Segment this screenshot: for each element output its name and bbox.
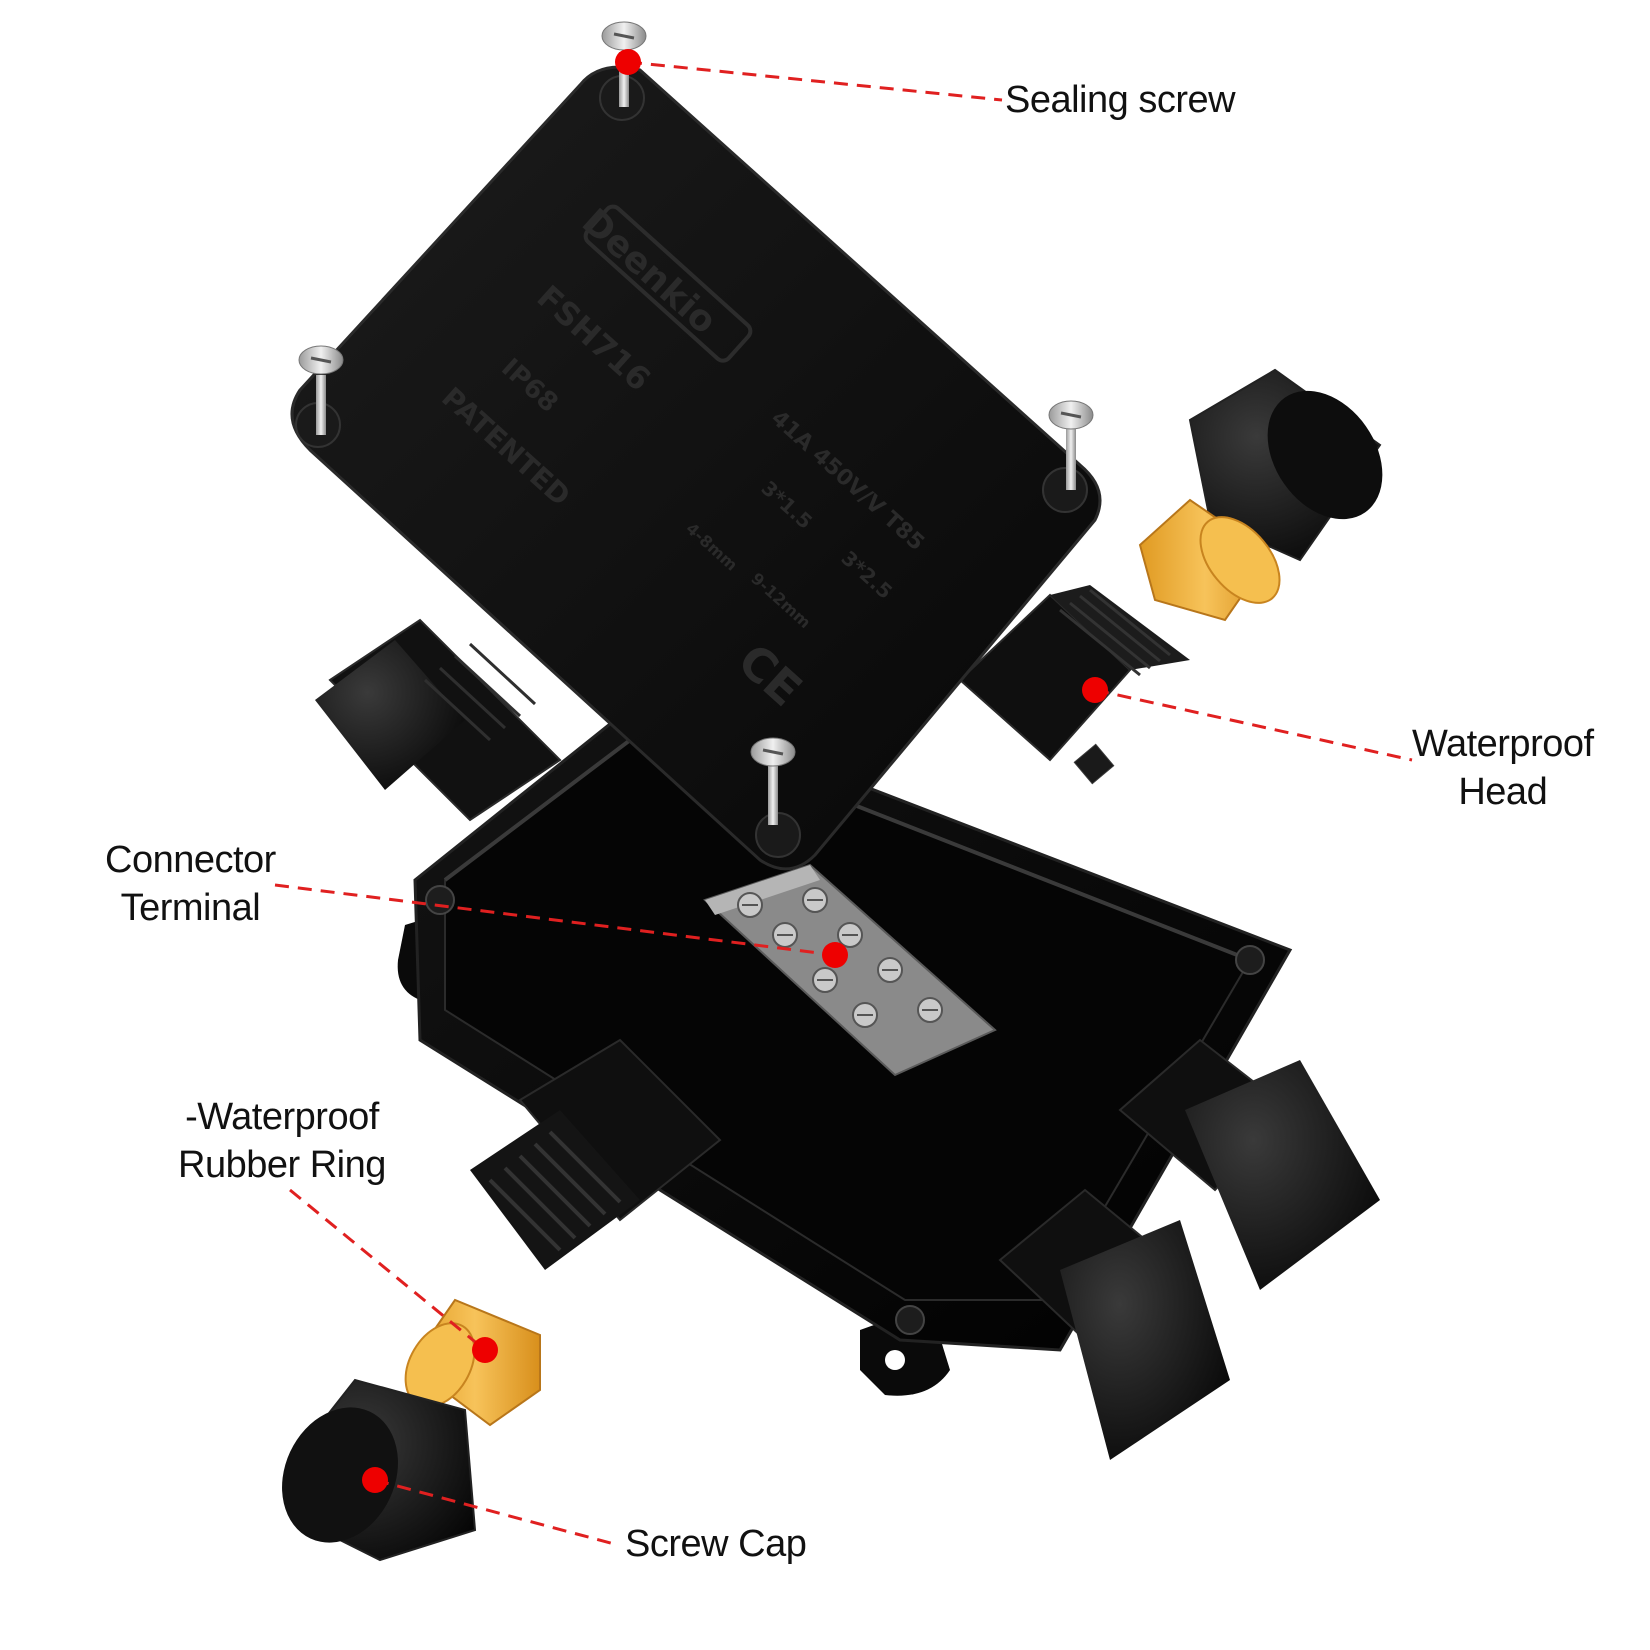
junction-box-lid: Deenkio FSH716 IP68 PATENTED 41A 450V/V … xyxy=(290,65,1102,871)
leader-sealing-screw xyxy=(627,60,1003,102)
loose-screw-cap-upper xyxy=(1188,368,1383,562)
callout-dot-waterproof-head xyxy=(1082,677,1108,703)
corner-boss xyxy=(895,1305,925,1335)
label-line-1: -Waterproof xyxy=(185,1096,379,1138)
cable-gland-lower-left xyxy=(470,1038,722,1270)
callout-dot-screw-cap xyxy=(362,1467,388,1493)
cable-gland-lower-right xyxy=(998,1038,1380,1460)
leader-connector-terminal xyxy=(274,883,836,957)
leader-screw-cap xyxy=(374,1478,619,1547)
label-sealing-screw: Sealing screw xyxy=(1005,76,1236,124)
cable-gland-upper-right xyxy=(958,585,1190,785)
connector-terminal-block xyxy=(703,863,997,1077)
callout-dot-sealing-screw xyxy=(615,49,641,75)
mounting-hole xyxy=(885,1350,905,1370)
cable-gland-upper-left xyxy=(315,618,562,822)
loose-rubber-ring-upper xyxy=(1138,498,1281,622)
loose-rubber-ring-lower xyxy=(404,1298,541,1427)
sealing-screw xyxy=(298,345,344,435)
label-line-2: Terminal xyxy=(120,887,261,929)
corner-boss xyxy=(425,885,455,915)
label-line-1: Waterproof xyxy=(1412,723,1594,765)
leader-waterproof-head xyxy=(1094,688,1413,762)
label-line-1: Connector xyxy=(105,839,276,881)
label-text: Sealing screw xyxy=(1005,79,1236,121)
label-connector-terminal: Connector Terminal xyxy=(105,836,276,932)
loose-screw-cap-lower xyxy=(282,1378,477,1562)
corner-boss xyxy=(1235,945,1265,975)
sealing-screws xyxy=(298,21,1094,825)
sealing-screw xyxy=(750,737,796,825)
label-text: Screw Cap xyxy=(625,1523,807,1565)
label-rubber-ring: -Waterproof Rubber Ring xyxy=(178,1093,386,1189)
callout-dot-rubber-ring xyxy=(472,1337,498,1363)
callout-dots xyxy=(362,49,1108,1493)
sealing-screw xyxy=(1048,400,1094,490)
sealing-screw xyxy=(601,21,647,107)
callout-dot-connector-terminal xyxy=(822,942,848,968)
label-line-2: Rubber Ring xyxy=(178,1144,386,1186)
leader-rubber-ring xyxy=(289,1188,486,1352)
label-screw-cap: Screw Cap xyxy=(625,1520,807,1568)
label-waterproof-head: Waterproof Head xyxy=(1412,720,1594,816)
leader-lines xyxy=(274,60,1413,1547)
label-line-2: Head xyxy=(1458,771,1548,813)
